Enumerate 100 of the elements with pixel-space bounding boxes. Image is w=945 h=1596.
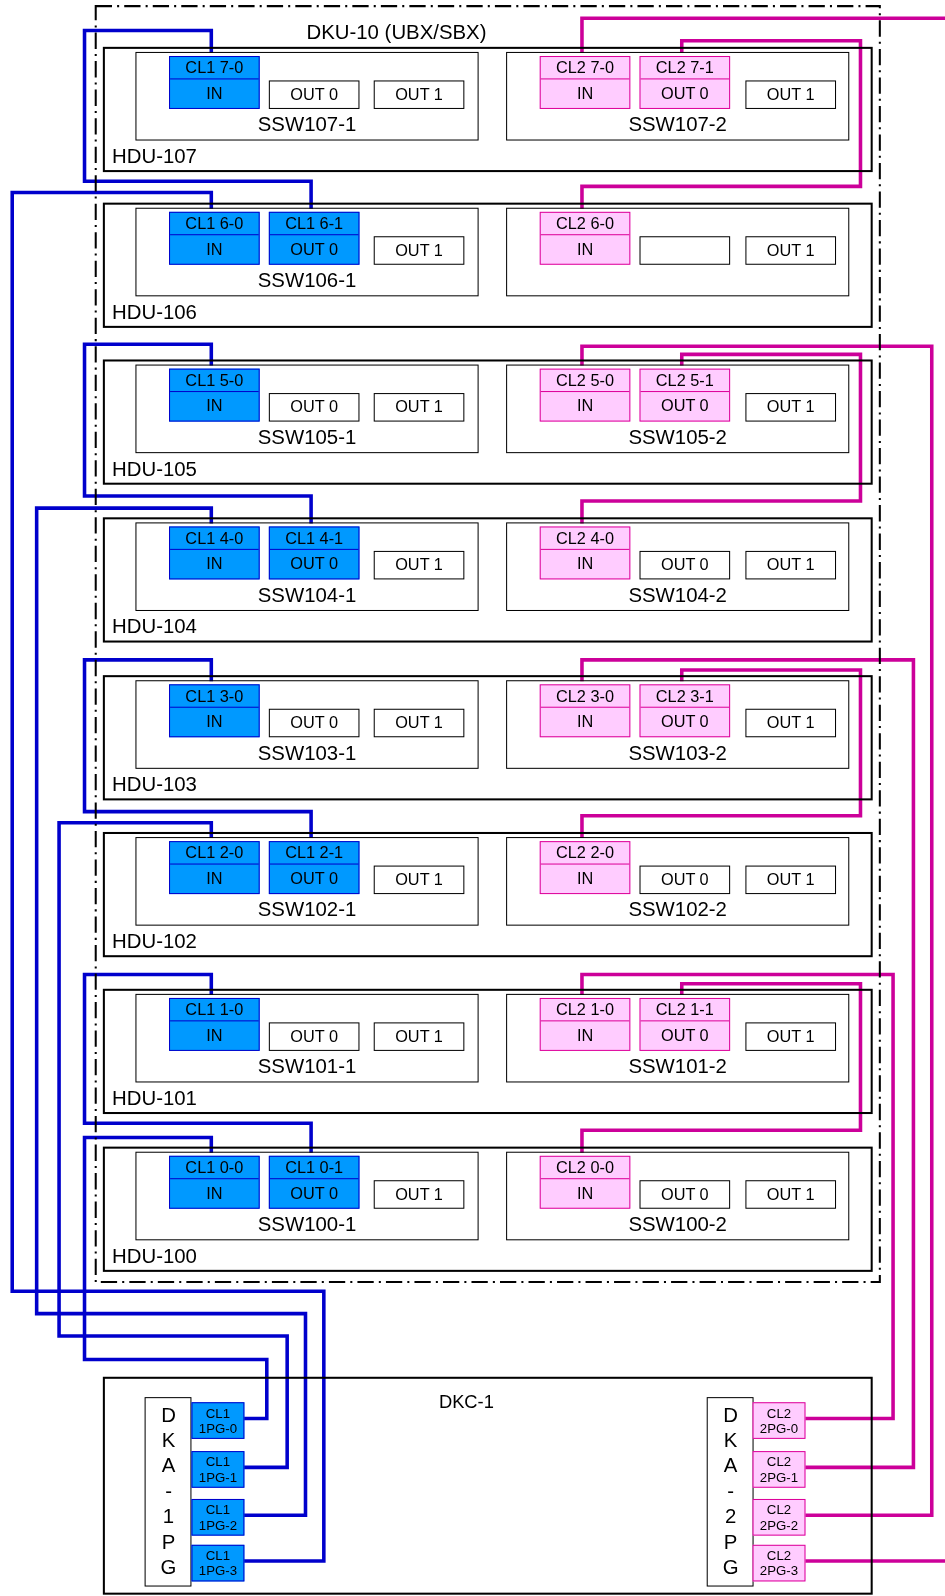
port-label: IN (575, 239, 595, 260)
port-box (639, 368, 731, 422)
adapter-box: DKA-2PG (706, 1397, 754, 1587)
port-label: OUT 0 (289, 1183, 339, 1204)
port-box: CL2 2PG-3 (752, 1544, 806, 1582)
unit-label: HDU-106 (112, 300, 197, 324)
unit-box (102, 359, 873, 485)
unit-box (102, 46, 873, 173)
unit-box (102, 675, 873, 801)
cable-line (580, 352, 863, 524)
port-box: CL2 2PG-1 (752, 1451, 806, 1488)
port-box (639, 236, 731, 265)
port-box: OUT 1 (745, 1180, 837, 1209)
port-box: OUT 1 (745, 393, 837, 422)
cable-line (82, 972, 313, 1153)
port-box: OUT 1 (373, 708, 465, 738)
cable-line (34, 506, 308, 1518)
cable-label: CL2 5-1 (640, 369, 730, 393)
cable-label: CL1 4-0 (170, 527, 259, 550)
port-box: OUT 0 (268, 708, 360, 738)
port-label: IN (205, 1025, 224, 1046)
port-box: OUT 1 (373, 865, 465, 895)
cable-label: CL1 0-1 (269, 1156, 359, 1180)
port-label: OUT 0 (659, 711, 710, 733)
unit-label: HDU-100 (112, 1244, 197, 1268)
port-box (539, 841, 631, 895)
port-label: IN (575, 711, 595, 733)
port-box (169, 56, 260, 109)
cable-line (580, 344, 934, 1518)
port-box (169, 997, 260, 1051)
port-label: OUT 0 (659, 396, 710, 417)
unit-label: HDU-104 (112, 615, 197, 639)
port-label: IN (205, 83, 224, 104)
port-label: IN (575, 1183, 595, 1204)
port-box: OUT 0 (639, 1180, 731, 1209)
cable-label: CL1 2-0 (170, 842, 259, 865)
port-box: OUT 1 (373, 236, 465, 265)
cable-label: CL1 2-1 (269, 842, 359, 865)
port-label: IN (575, 554, 595, 575)
port-box: OUT 1 (745, 708, 837, 738)
controller-label: DKC-1 (438, 1392, 494, 1414)
cable-label: CL1 0-0 (170, 1156, 259, 1180)
port-box (169, 368, 260, 422)
port-box: OUT 0 (268, 393, 360, 422)
port-label: IN (205, 711, 224, 733)
port-label: IN (575, 396, 595, 417)
port-box (169, 211, 260, 265)
port-box (539, 368, 631, 422)
port-box: OUT 1 (373, 1022, 465, 1051)
cable-label: CL1 1-0 (170, 998, 259, 1022)
cable-line (580, 658, 916, 1470)
port-box: OUT 1 (373, 393, 465, 422)
unit-label: HDU-101 (112, 1086, 197, 1110)
cable-label: CL2 5-0 (540, 369, 630, 393)
cable-line (57, 821, 289, 1470)
port-box: CL1 1PG-0 (191, 1402, 245, 1439)
port-label: IN (205, 554, 224, 575)
cable-line (82, 28, 313, 209)
port-box (169, 1155, 260, 1209)
port-box: OUT 0 (268, 80, 360, 109)
cable-label: CL2 7-1 (640, 57, 730, 80)
cable-label: CL1 3-0 (170, 685, 259, 708)
port-box: OUT 1 (373, 550, 465, 580)
unit-box (102, 202, 873, 328)
port-box: OUT 1 (373, 1180, 465, 1209)
unit-box (102, 831, 873, 958)
port-box: OUT 1 (745, 80, 837, 109)
cable-line (580, 972, 895, 1421)
port-label: IN (575, 868, 595, 889)
port-box: OUT 1 (745, 1022, 837, 1051)
port-label: OUT 0 (289, 554, 339, 575)
cable-line (580, 668, 863, 839)
port-box (639, 997, 731, 1051)
port-box: OUT 0 (639, 865, 731, 895)
port-box (539, 211, 631, 265)
port-box (539, 997, 631, 1051)
port-box (268, 211, 360, 265)
unit-box (102, 1146, 873, 1272)
cable-label: CL2 3-0 (540, 685, 630, 708)
port-box (539, 684, 631, 738)
controller-box (102, 1376, 873, 1595)
port-box (639, 56, 731, 109)
cable-label: CL2 6-0 (540, 212, 630, 236)
cable-line (803, 1559, 945, 1563)
cable-line (580, 16, 945, 53)
adapter-box: DKA-1PG (144, 1397, 192, 1587)
port-label: IN (205, 239, 224, 260)
port-box (639, 684, 731, 738)
port-box (539, 526, 631, 580)
port-box: CL1 1PG-2 (191, 1498, 245, 1536)
unit-label: HDU-102 (112, 929, 197, 954)
cable-label: CL2 2-0 (540, 842, 630, 865)
cable-label: CL2 3-1 (640, 685, 730, 708)
cable-line (82, 342, 313, 524)
port-label: IN (205, 868, 224, 889)
port-box (169, 684, 260, 738)
port-label: IN (575, 1025, 595, 1046)
port-label: OUT 0 (289, 868, 339, 889)
cable-line (82, 658, 313, 839)
port-label: IN (575, 83, 595, 104)
